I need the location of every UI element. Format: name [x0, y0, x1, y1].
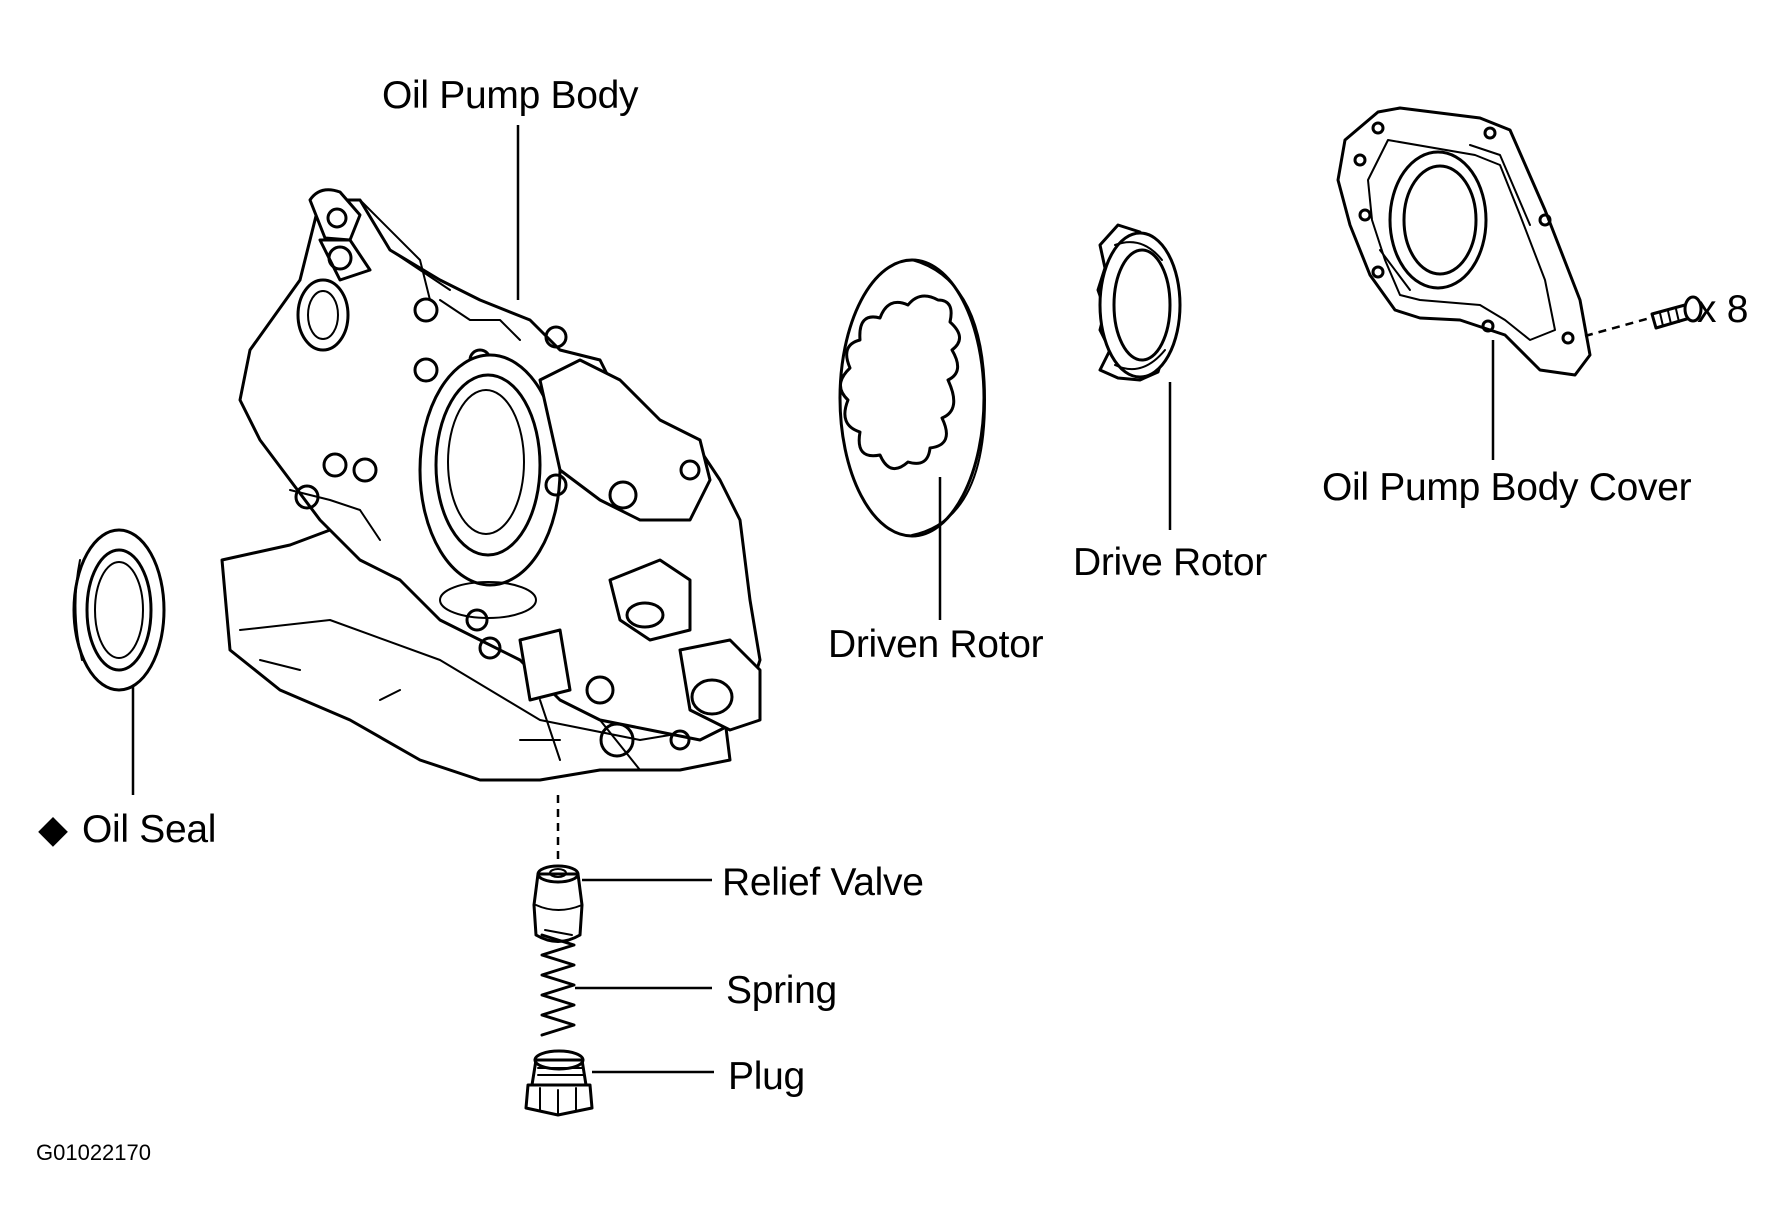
oil-seal-part — [72, 528, 166, 692]
oil-pump-body-part — [220, 188, 762, 782]
label-drive-rotor: Drive Rotor — [1073, 541, 1267, 584]
label-oil-pump-body-cover: Oil Pump Body Cover — [1322, 466, 1692, 509]
figure-code: G01022170 — [36, 1140, 151, 1165]
label-oil-pump-body: Oil Pump Body — [382, 74, 639, 117]
label-relief-valve: Relief Valve — [722, 861, 924, 904]
label-driven-rotor: Driven Rotor — [828, 623, 1044, 666]
drive-rotor-part — [1096, 223, 1182, 382]
driven-rotor-part — [838, 258, 986, 538]
relief-valve-part — [532, 864, 584, 943]
label-bolt-count: x 8 — [1697, 288, 1748, 331]
label-plug: Plug — [728, 1055, 805, 1098]
plug-part — [524, 1049, 594, 1117]
label-spring: Spring — [726, 969, 837, 1012]
spring-part — [540, 929, 576, 1037]
oil-pump-body-cover-part — [1336, 106, 1592, 377]
label-oil-seal-marker: ◆ — [38, 808, 68, 851]
label-oil-seal: Oil Seal — [82, 808, 216, 851]
bolt-part — [1584, 295, 1703, 338]
